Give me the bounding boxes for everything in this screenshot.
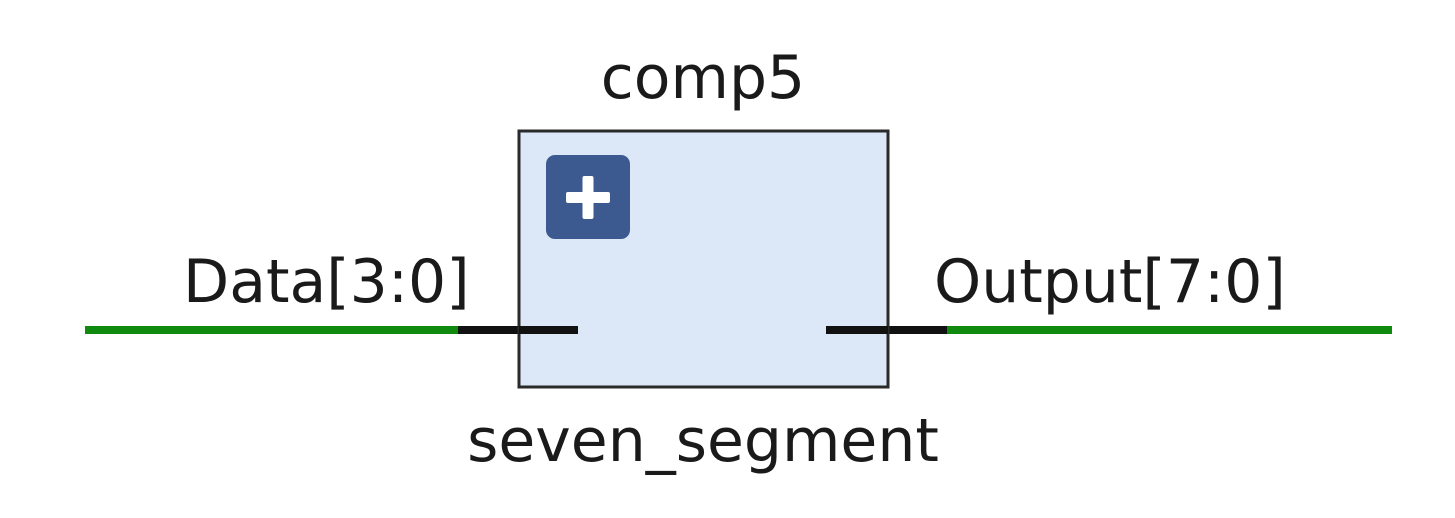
plus-icon xyxy=(566,176,610,219)
expand-button[interactable] xyxy=(546,155,630,239)
output-port-label: Output[7:0] xyxy=(934,247,1286,317)
module-name: seven_segment xyxy=(467,406,939,476)
input-port-label: Data[3:0] xyxy=(183,247,470,317)
instance-name: comp5 xyxy=(601,43,805,113)
